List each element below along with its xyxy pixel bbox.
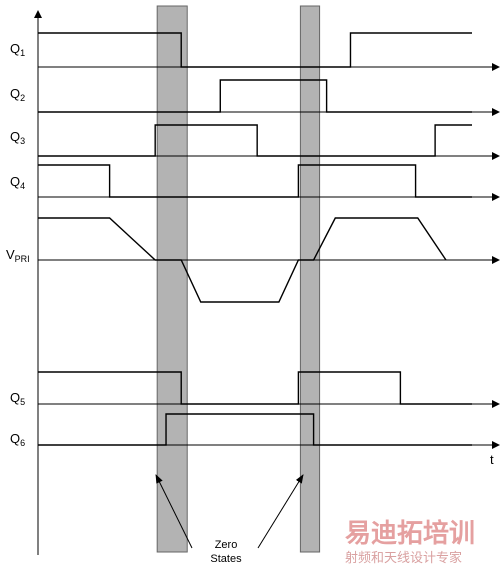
- waveform-q1: [38, 32, 472, 68]
- watermark-title: 易迪拓培训: [345, 519, 475, 549]
- annotation-arrow-right: [257, 474, 304, 549]
- zero-states-label-line1: Zero: [215, 539, 238, 551]
- label-q1: Q1: [10, 41, 25, 58]
- waveform-q2: [38, 79, 472, 113]
- waveform-vpri: [38, 217, 447, 303]
- zero-state-band: [156, 5, 188, 553]
- waveform-q5: [38, 371, 472, 405]
- label-q3: Q3: [10, 129, 25, 146]
- waveform-q4: [38, 164, 472, 198]
- waveforms: [38, 32, 472, 446]
- label-q2: Q2: [10, 86, 25, 103]
- waveform-q6: [38, 413, 472, 446]
- zero-state-band: [299, 5, 321, 553]
- zero-states-label-line2: States: [210, 553, 242, 565]
- waveform-q3: [38, 124, 472, 157]
- label-q6: Q6: [10, 431, 25, 448]
- watermark: 易迪拓培训 射频和天线设计专家: [345, 519, 475, 566]
- label-q4: Q4: [10, 174, 25, 191]
- time-axis-label: t: [490, 452, 494, 467]
- zero-state-bands: [156, 5, 321, 553]
- signal-baselines: [38, 63, 500, 449]
- signal-labels: Q1 Q2 Q3 Q4 VPRI Q5 Q6 t: [6, 41, 494, 467]
- zero-states-annotation: Zero States: [155, 474, 304, 565]
- watermark-subtitle: 射频和天线设计专家: [345, 550, 462, 566]
- label-vpri: VPRI: [6, 247, 30, 264]
- label-q5: Q5: [10, 390, 25, 407]
- annotation-arrow-left: [155, 474, 193, 549]
